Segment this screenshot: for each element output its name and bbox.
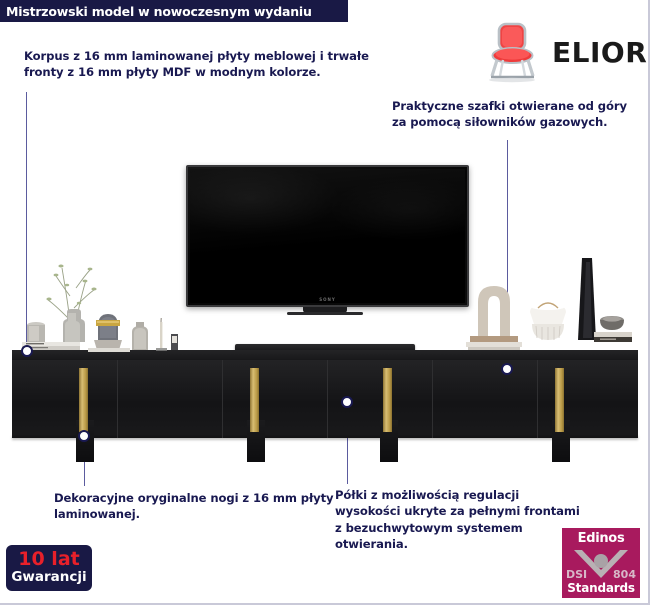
callout-adjustable-shelves: Półki z możliwością regulacji wysokości … [335,488,580,552]
page-title: Mistrzowski model w nowoczesnym wydaniu [6,3,312,19]
dot-bottom-center[interactable] [341,396,353,408]
tv-brand-mark: SONY [319,297,336,302]
callout-gas-lift-cabinets: Praktyczne szafki otwierane od góry za p… [392,99,627,130]
connector-line-bottom-left [84,440,86,486]
edinos-code-left: DSI [566,568,588,581]
soundbar [235,344,415,355]
decor-left-svg [22,264,178,352]
callout-body-material: Korpus z 16 mm laminowanej płyty meblowe… [24,49,369,80]
gold-leg [555,368,564,432]
edinos-standards-label: Standards [567,581,635,595]
tv-display [190,169,465,303]
connector-line-bottom-center [347,406,349,484]
cabinet-seam [117,360,118,438]
product-scene: SONY [0,150,650,462]
edinos-badge: Edinos DSI 804 Standards [562,528,640,598]
brand-logo: ELIOR [478,22,648,84]
cabinet-seam [537,360,538,438]
dot-top-right[interactable] [501,363,513,375]
frame-right [648,0,650,605]
connector-line-top-left [26,92,28,350]
red-chair-icon [489,22,535,83]
cabinet-seam [222,360,223,438]
edinos-name: Edinos [577,531,625,546]
gold-leg [250,368,259,432]
cabinet-shadow [12,436,638,440]
tv-stand-neck [303,307,347,313]
gold-leg [79,368,88,432]
tv-screen-panel: SONY [186,165,469,307]
warranty-label: Gwarancji [11,569,87,586]
frame-bottom [0,603,650,605]
cabinet-body [12,360,638,438]
connector-line-top-right [507,140,509,368]
edinos-v-icon [574,550,628,578]
decor-group-left [20,230,180,352]
edinos-code-right: 804 [613,568,636,581]
gold-leg [383,368,392,432]
cabinet-top-surface [12,350,638,360]
tv-stand-foot [287,312,363,315]
brand-name: ELIOR [552,36,648,69]
decor-right-svg [466,258,638,350]
title-banner: Mistrzowski model w nowoczesnym wydaniu [0,0,348,22]
cabinet-seam [327,360,328,438]
dot-top-left[interactable] [21,345,33,357]
dot-bottom-left[interactable] [78,430,90,442]
cabinet-seam [432,360,433,438]
decor-group-right [452,228,638,352]
warranty-years: 10 lat [18,548,80,571]
warranty-badge: 10 lat Gwarancji [6,545,92,591]
callout-decorative-legs: Dekoracyjne oryginalne nogi z 16 mm płyt… [54,491,334,522]
